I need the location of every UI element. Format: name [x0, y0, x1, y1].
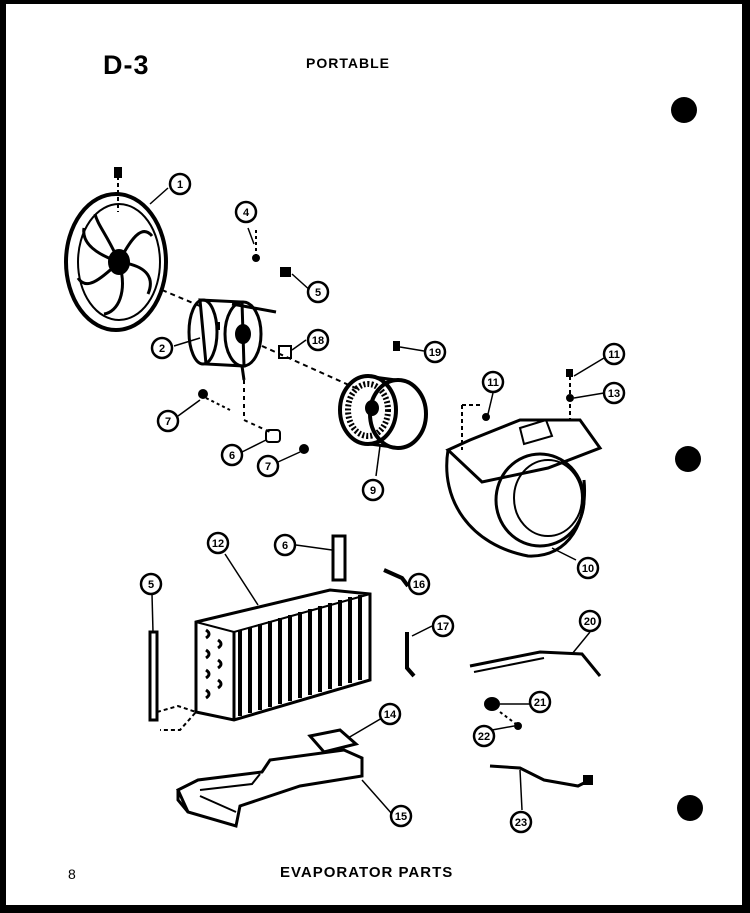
callout-5: 5: [315, 287, 321, 299]
harness-part: [489, 764, 591, 788]
side-plate-part: [148, 630, 159, 722]
nut-part: [198, 389, 208, 399]
callout-7-lower: 7: [265, 461, 271, 473]
diagram-caption: EVAPORATOR PARTS: [280, 864, 454, 881]
callout-19: 19: [429, 347, 441, 359]
fan-blade-part: [64, 167, 168, 332]
tube-17-part: [405, 632, 416, 678]
spacer-part: [265, 429, 281, 443]
paper-sheet: [6, 4, 742, 905]
callout-5-lower: 5: [148, 579, 154, 591]
callout-13: 13: [608, 388, 620, 400]
callout-16: 16: [413, 579, 425, 591]
callout-12: 12: [212, 538, 224, 550]
callout-11-right: 11: [608, 349, 620, 361]
page-number: 8: [68, 866, 76, 882]
diagram-code: D-3: [103, 50, 150, 80]
drain-hose-part: [469, 650, 602, 677]
drain-pan-part: [176, 748, 364, 828]
callout-6-upper: 6: [229, 450, 235, 462]
blower-housing-part: [445, 369, 603, 558]
callout-6-lower: 6: [282, 540, 288, 552]
washer-part: [299, 444, 309, 454]
motor-part: [161, 289, 361, 433]
screw-part: [252, 254, 260, 262]
callout-labels: 1 4 5 2 18 19 11 11 13 7 6 7 9 10 12 6 1…: [139, 172, 626, 834]
callout-11-left: 11: [487, 377, 499, 389]
clamp-part: [484, 697, 500, 711]
callout-10: 10: [582, 563, 594, 575]
callout-7-upper: 7: [165, 416, 171, 428]
callout-23: 23: [515, 817, 527, 829]
binder-hole-bottom: [677, 795, 703, 821]
callout-20: 20: [584, 616, 596, 628]
blower-wheel-part: [338, 374, 428, 450]
callout-2: 2: [159, 343, 165, 355]
callout-22: 22: [478, 731, 490, 743]
callout-21: 21: [534, 697, 546, 709]
bracket-part: [278, 345, 292, 359]
clip-part: [280, 267, 291, 277]
plate-part: [307, 728, 360, 754]
tube-16-part: [383, 568, 410, 588]
binder-hole-top: [671, 97, 697, 123]
callout-1: 1: [177, 179, 183, 191]
callout-14: 14: [384, 709, 397, 721]
model-title: PORTABLE: [306, 55, 390, 71]
callout-15: 15: [395, 811, 407, 823]
evaporator-coil-part: [194, 588, 372, 722]
binder-hole-middle: [675, 446, 701, 472]
setscrew-part: [393, 341, 400, 351]
callout-4: 4: [243, 207, 250, 219]
callout-18: 18: [312, 335, 324, 347]
strip-part: [331, 534, 347, 582]
callout-9: 9: [370, 485, 376, 497]
callout-17: 17: [437, 621, 449, 633]
